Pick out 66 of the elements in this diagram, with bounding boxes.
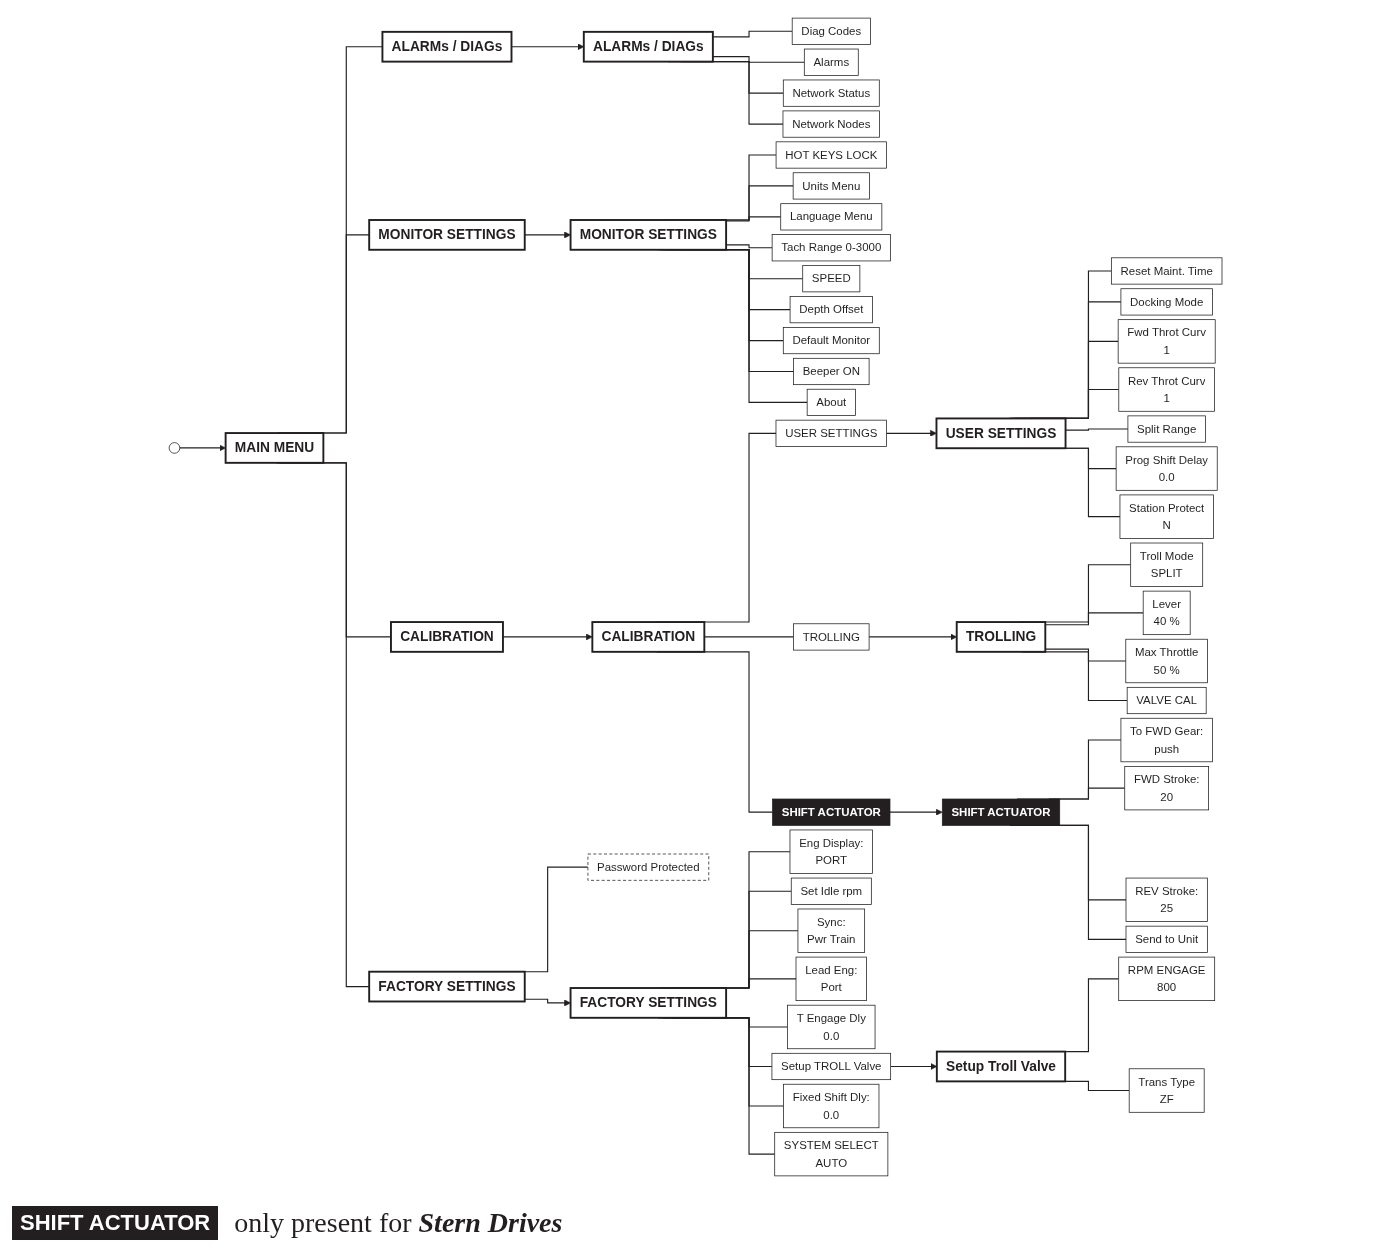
- node-box: ALARMs / DIAGs: [381, 30, 513, 63]
- node-box: Tach Range 0-3000: [771, 233, 891, 261]
- node-box: Rev Throt Curv 1: [1118, 366, 1215, 412]
- node-box: CALIBRATION: [591, 620, 706, 653]
- node-box: FACTORY SETTINGS: [569, 986, 727, 1019]
- arrow: [179, 444, 226, 451]
- node-box: T Engage Dly 0.0: [787, 1004, 876, 1049]
- node-box: Trans Type ZF: [1128, 1067, 1205, 1113]
- node-box: Setup Troll Valve: [935, 1050, 1067, 1082]
- node-box: Split Range: [1127, 415, 1206, 443]
- node-box: Beeper ON: [793, 357, 870, 385]
- node-box: Default Monitor: [782, 326, 880, 354]
- node-box: Docking Mode: [1120, 287, 1213, 315]
- node-box: SHIFT ACTUATOR: [941, 798, 1061, 826]
- node-box: TROLLING: [955, 620, 1047, 653]
- node-box: MONITOR SETTINGS: [569, 218, 727, 251]
- node-box: VALVE CAL: [1126, 686, 1207, 714]
- node-box: RPM ENGAGE 800: [1118, 956, 1215, 1001]
- node-box: Station Protect N: [1119, 494, 1214, 539]
- node-box: Prog Shift Delay 0.0: [1115, 445, 1218, 491]
- node-box: Reset Maint. Time: [1110, 256, 1223, 284]
- node-box: TROLLING: [793, 622, 870, 650]
- node-box: Send to Unit: [1125, 925, 1208, 953]
- node-box: Network Nodes: [782, 110, 880, 138]
- node-box: HOT KEYS LOCK: [775, 140, 887, 169]
- node-box: ALARMs / DIAGs: [582, 30, 714, 63]
- arrow: [524, 998, 571, 1006]
- node-box: SPEED: [802, 264, 861, 292]
- node-box: USER SETTINGS: [935, 417, 1067, 449]
- arrow: [885, 429, 937, 437]
- connector: [712, 55, 805, 63]
- node-box: Depth Offset: [789, 295, 873, 323]
- node-box: SYSTEM SELECT AUTO: [774, 1131, 889, 1176]
- arrow: [524, 231, 571, 238]
- node-box: Password Protected: [587, 853, 710, 881]
- node-box: Eng Display: PORT: [789, 829, 873, 874]
- node-box: Units Menu: [792, 171, 870, 199]
- node-box: Set Idle rpm: [790, 877, 872, 905]
- arrow: [502, 633, 593, 640]
- node-box: Max Throttle 50 %: [1125, 638, 1208, 683]
- node-box: Sync: Pwr Train: [797, 908, 865, 953]
- node-box: Alarms: [803, 48, 859, 76]
- highlighted-menu-item: SHIFT ACTUATOR: [12, 1206, 219, 1240]
- node-box: Diag Codes: [791, 17, 871, 45]
- node-box: MONITOR SETTINGS: [368, 218, 526, 251]
- arrow: [868, 633, 957, 640]
- node-box: SHIFT ACTUATOR: [772, 798, 891, 826]
- node-box: USER SETTINGS: [775, 419, 887, 447]
- node-box: FWD Stroke: 20: [1124, 765, 1209, 810]
- node-box: To FWD Gear: push: [1120, 717, 1213, 762]
- note-text: only present for Stern Drives: [234, 1207, 563, 1239]
- node-box: Language Menu: [780, 202, 883, 230]
- connector: [712, 30, 793, 37]
- node-box: Lever 40 %: [1142, 590, 1191, 635]
- node-box: Setup TROLL Valve: [771, 1052, 891, 1080]
- node-box: Troll Mode SPLIT: [1130, 542, 1203, 587]
- arrow: [889, 808, 943, 816]
- node-box: FACTORY SETTINGS: [368, 970, 526, 1002]
- node-box: Fixed Shift Dly: 0.0: [783, 1083, 880, 1128]
- node-box: REV Stroke: 25: [1125, 877, 1208, 922]
- node-box: Lead Eng: Port: [795, 956, 867, 1001]
- node-box: CALIBRATION: [389, 620, 504, 653]
- node-box: Fwd Throt Curv 1: [1117, 318, 1216, 364]
- node-box: Network Status: [782, 79, 880, 107]
- node-box: MAIN MENU: [224, 431, 325, 464]
- node-box: About: [806, 388, 856, 416]
